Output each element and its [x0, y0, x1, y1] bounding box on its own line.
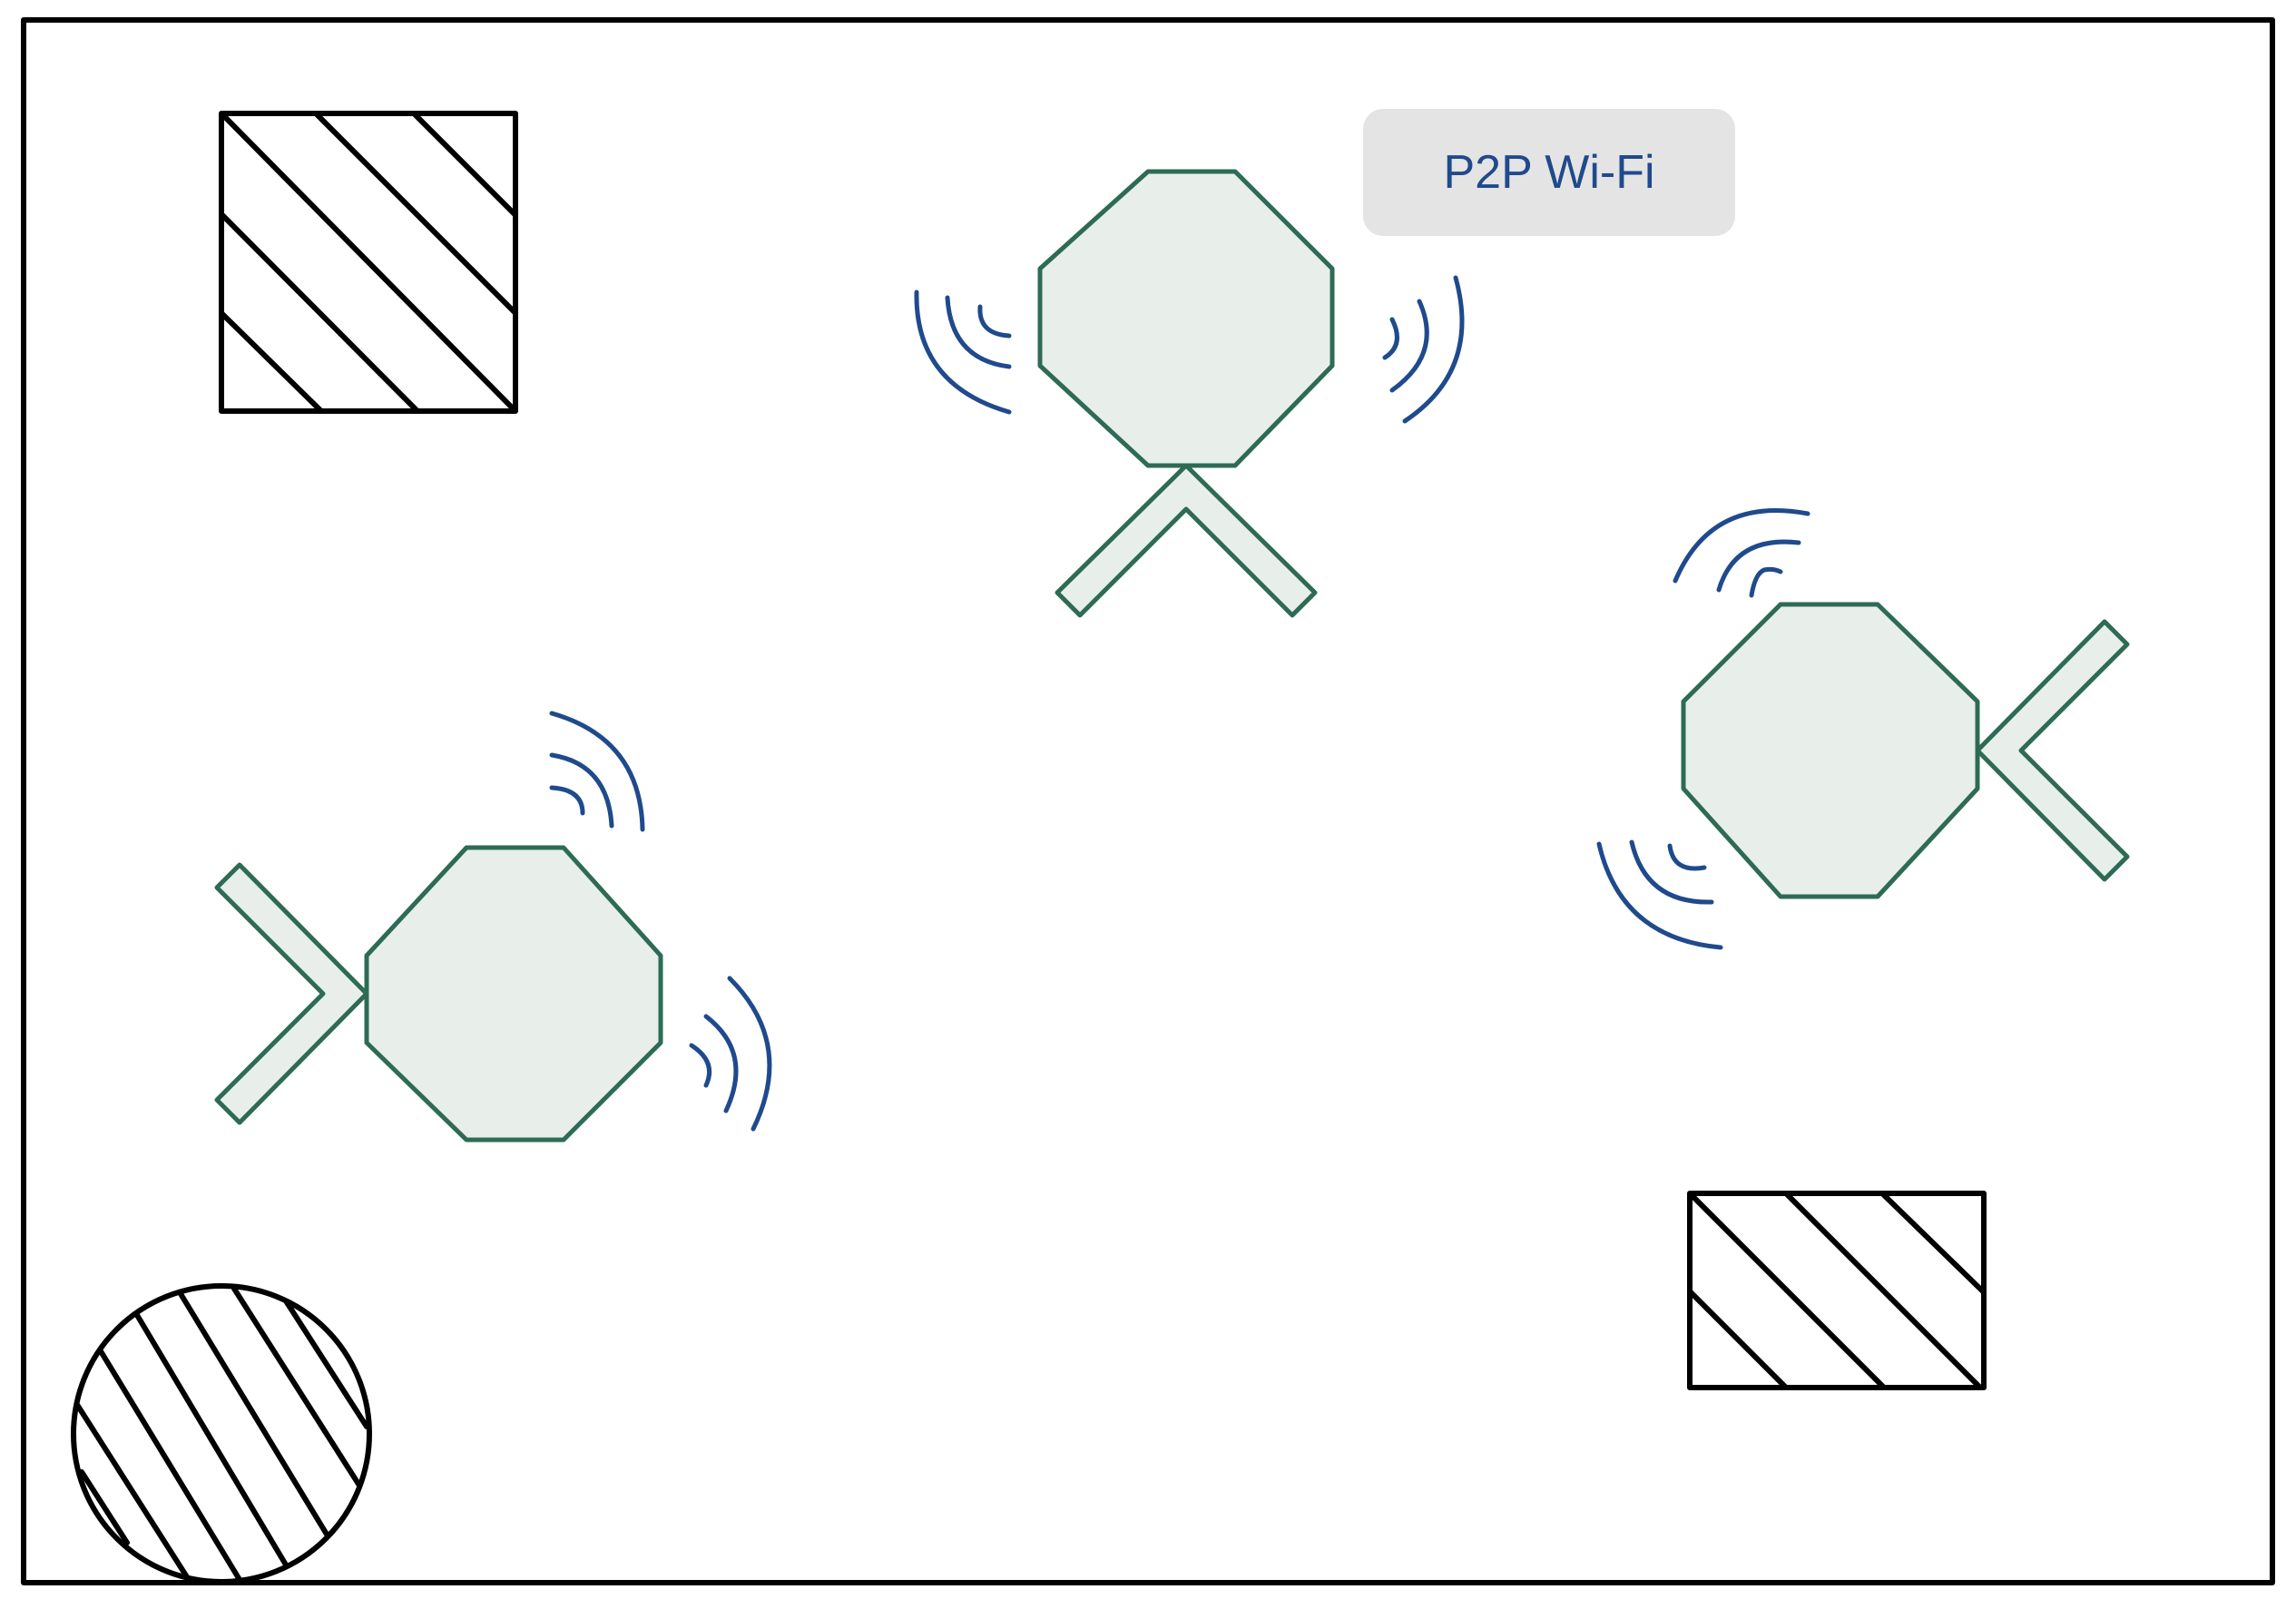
wifi-signal-icon [914, 289, 1012, 415]
obstacle-rect-bottom-right [1687, 1191, 1987, 1390]
robot-right [1681, 602, 2130, 899]
robot-antenna-chevron [1975, 619, 2130, 882]
robot-top [1037, 169, 1335, 618]
obstacle-circle-bottom-left [71, 1283, 372, 1584]
arena-border [21, 17, 2275, 1585]
robot-antenna-chevron [214, 862, 369, 1125]
robot-icon [364, 845, 663, 1143]
robot-icon [1681, 602, 1980, 899]
wifi-signal-icon [549, 711, 645, 832]
wifi-signal-icon [689, 976, 772, 1132]
wifi-signal-icon [1596, 839, 1723, 950]
robot-left [214, 845, 663, 1143]
wifi-signal-icon [1673, 508, 1810, 598]
robot-icon [1037, 169, 1335, 468]
p2p-wifi-label-text: P2P Wi-Fi [1443, 146, 1655, 199]
wifi-signal-icon [1382, 275, 1465, 424]
robot-antenna-chevron [1055, 463, 1318, 618]
p2p-wifi-label: P2P Wi-Fi [1363, 109, 1735, 236]
obstacle-square-top-left [219, 111, 518, 414]
